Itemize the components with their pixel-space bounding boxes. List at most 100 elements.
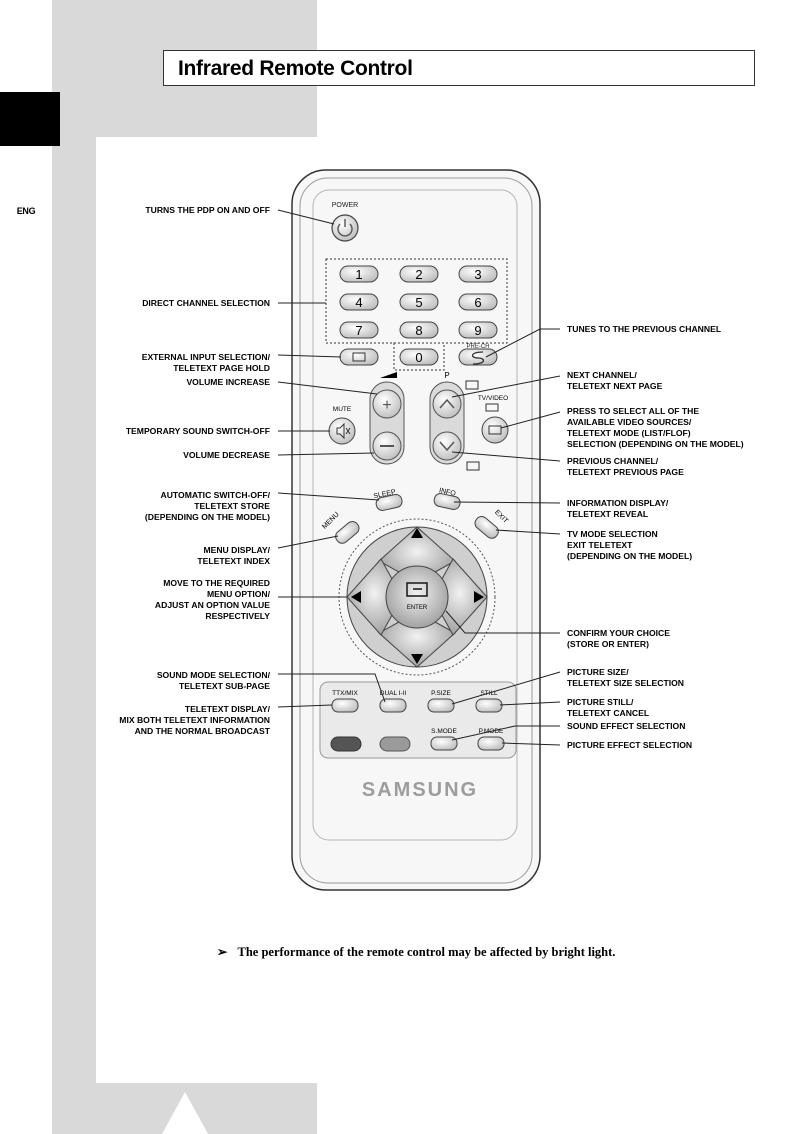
channel-up-button[interactable] — [432, 389, 462, 419]
language-badge: ENG — [13, 198, 39, 224]
svg-text:+: + — [382, 397, 391, 414]
nav-pad: ENTER — [346, 526, 488, 668]
volume-down-button[interactable] — [372, 431, 402, 461]
page-corner-triangle — [162, 1092, 208, 1134]
color-button-2[interactable] — [379, 736, 411, 752]
digit-1-text: 1 — [355, 267, 362, 282]
digit-0-text: 0 — [415, 350, 422, 365]
digit-3-button[interactable]: 3 — [458, 265, 498, 283]
label-mute: TEMPORARY SOUND SWITCH-OFF — [125, 426, 270, 436]
up-arrow-icon — [411, 528, 423, 538]
label-external-input: EXTERNAL INPUT SELECTION/ TELETEXT PAGE … — [141, 352, 270, 373]
brand-logo: SAMSUNG — [362, 779, 478, 801]
label-s-mode: SOUND EFFECT SELECTION — [567, 721, 686, 731]
p-size-button[interactable] — [427, 698, 455, 713]
teletext-previous-icon — [466, 461, 480, 471]
still-button[interactable] — [475, 698, 503, 713]
dual-button[interactable] — [379, 698, 407, 713]
input-source-icon — [485, 403, 499, 412]
title-box: Infrared Remote Control — [163, 50, 755, 86]
digit-buttons: 1 2 3 4 5 6 7 8 9 — [339, 265, 498, 339]
p-mode-button[interactable] — [477, 736, 505, 751]
label-tv-video: PRESS TO SELECT ALL OF THE AVAILABLE VID… — [567, 406, 744, 449]
digit-6-text: 6 — [474, 295, 481, 310]
label-menu: MENU DISPLAY/ TELETEXT INDEX — [197, 545, 270, 566]
volume-wedge-icon — [380, 372, 397, 378]
label-sleep: AUTOMATIC SWITCH-OFF/ TELETEXT STORE (DE… — [144, 490, 270, 522]
page-title: Infrared Remote Control — [178, 57, 413, 80]
note-text: The performance of the remote control ma… — [237, 945, 616, 959]
external-input-button[interactable] — [339, 348, 379, 366]
sleep-button[interactable] — [375, 493, 403, 511]
info-text: INFO — [438, 487, 456, 497]
digit-6-button[interactable]: 6 — [458, 293, 498, 311]
label-channel-up: NEXT CHANNEL/ TELETEXT NEXT PAGE — [567, 370, 663, 391]
digit-9-button[interactable]: 9 — [458, 321, 498, 339]
digit-9-text: 9 — [474, 323, 481, 338]
enter-button[interactable] — [385, 565, 449, 629]
channel-rocker — [429, 381, 465, 465]
label-p-mode: PICTURE EFFECT SELECTION — [567, 740, 693, 750]
function-panel — [319, 681, 517, 759]
down-arrow-icon — [411, 654, 423, 664]
pre-ch-button[interactable] — [458, 348, 498, 366]
callout-lines-left — [277, 209, 386, 708]
label-volume-decrease: VOLUME DECREASE — [183, 450, 270, 460]
power-text: POWER — [332, 202, 358, 209]
tv-video-button[interactable] — [481, 416, 509, 444]
digit-2-text: 2 — [415, 267, 422, 282]
ttx-mix-button[interactable] — [331, 698, 359, 713]
digit-7-text: 7 — [355, 323, 362, 338]
digit-7-button[interactable]: 7 — [339, 321, 379, 339]
digit-4-text: 4 — [355, 295, 362, 310]
p-text: P — [444, 371, 449, 380]
mute-button[interactable] — [328, 417, 356, 445]
digit-0-button[interactable]: 0 — [399, 348, 439, 366]
callout-lines-right — [445, 328, 561, 746]
label-p-size: PICTURE SIZE/ TELETEXT SIZE SELECTION — [567, 667, 684, 688]
info-button[interactable] — [433, 492, 461, 510]
volume-up-button[interactable]: + — [372, 389, 402, 419]
pre-ch-text: PRE-CH — [466, 344, 489, 350]
zero-box — [393, 342, 445, 371]
label-direct-channel: DIRECT CHANNEL SELECTION — [142, 298, 270, 308]
menu-button[interactable] — [333, 519, 361, 546]
digit-2-button[interactable]: 2 — [399, 265, 439, 283]
digit-1-button[interactable]: 1 — [339, 265, 379, 283]
sleep-text: SLEEP — [373, 489, 397, 501]
label-pre-ch: TUNES TO THE PREVIOUS CHANNEL — [567, 324, 722, 334]
power-button[interactable] — [331, 214, 359, 242]
label-still: PICTURE STILL/ TELETEXT CANCEL — [567, 697, 650, 718]
left-arrow-icon — [351, 591, 361, 603]
channel-down-button[interactable] — [432, 431, 462, 461]
label-navigation: MOVE TO THE REQUIRED MENU OPTION/ ADJUST… — [154, 578, 270, 621]
volume-rocker: + — [369, 381, 405, 465]
right-arrow-icon — [474, 591, 484, 603]
s-mode-button[interactable] — [430, 736, 458, 751]
color-button-1[interactable] — [330, 736, 362, 752]
label-power: TURNS THE PDP ON AND OFF — [145, 205, 270, 215]
digit-3-text: 3 — [474, 267, 481, 282]
background-panel-bottom — [96, 1083, 317, 1134]
exit-button[interactable] — [473, 514, 501, 541]
arrow-icon: ➢ — [217, 945, 228, 959]
label-sound-mode: SOUND MODE SELECTION/ TELETEXT SUB-PAGE — [156, 670, 270, 691]
p-size-text: P.SIZE — [431, 690, 451, 697]
enter-text: ENTER — [407, 605, 428, 611]
digit-5-button[interactable]: 5 — [399, 293, 439, 311]
background-panel-left — [52, 137, 96, 1134]
digit-8-button[interactable]: 8 — [399, 321, 439, 339]
dual-text: DUAL I-II — [380, 690, 407, 697]
mute-text: MUTE — [333, 406, 352, 413]
label-enter: CONFIRM YOUR CHOICE (STORE OR ENTER) — [567, 628, 670, 649]
label-teletext-display: TELETEXT DISPLAY/ MIX BOTH TELETEXT INFO… — [119, 704, 270, 736]
label-info: INFORMATION DISPLAY/ TELETEXT REVEAL — [567, 498, 669, 519]
digit-5-text: 5 — [415, 295, 422, 310]
label-volume-increase: VOLUME INCREASE — [186, 377, 270, 387]
digit-4-button[interactable]: 4 — [339, 293, 379, 311]
language-tab: ENG — [0, 92, 60, 224]
label-channel-down: PREVIOUS CHANNEL/ TELETEXT PREVIOUS PAGE — [567, 456, 684, 477]
label-exit: TV MODE SELECTION EXIT TELETEXT (DEPENDI… — [567, 529, 693, 561]
s-mode-text: S.MODE — [431, 728, 457, 735]
